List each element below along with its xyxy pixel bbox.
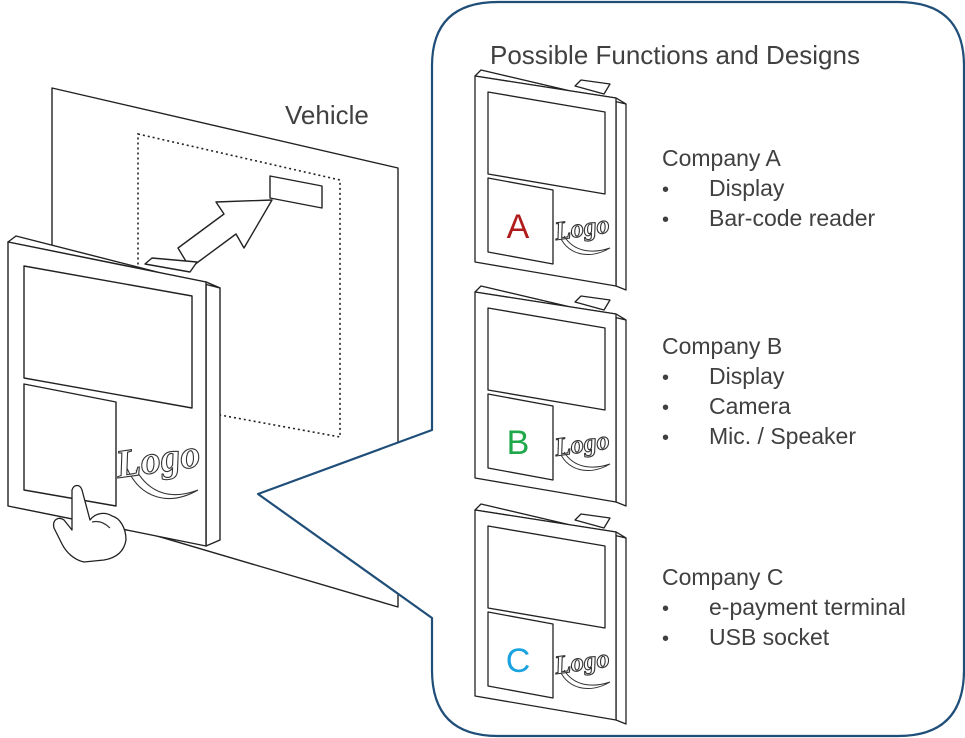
feature-item: e-payment terminal <box>709 594 906 620</box>
device-screen <box>487 525 606 629</box>
device-screen <box>487 307 606 411</box>
bullet-icon: • <box>662 367 669 389</box>
logo-swoosh <box>557 231 611 256</box>
feature-item: Mic. / Speaker <box>709 423 856 449</box>
device-module <box>487 393 554 481</box>
feature-item: Camera <box>709 393 791 419</box>
terminal-module <box>23 383 117 507</box>
bullet-icon: • <box>662 598 669 620</box>
panel-title: Possible Functions and Designs <box>490 40 860 70</box>
company-name: Company C <box>662 564 783 590</box>
device-connector <box>574 295 611 311</box>
vehicle-label: Vehicle <box>285 100 369 130</box>
device-connector <box>574 79 611 95</box>
insert-arrow <box>177 199 273 269</box>
feature-item: Bar-code reader <box>709 205 876 231</box>
bullet-icon: • <box>662 179 669 201</box>
company-letter: C <box>506 642 531 680</box>
bullet-icon: • <box>662 628 669 650</box>
bullet-icon: • <box>662 397 669 419</box>
bullet-icon: • <box>662 209 669 231</box>
feature-item: USB socket <box>709 624 830 650</box>
terminal-device: Logo <box>7 235 221 563</box>
mount-slot <box>269 175 323 209</box>
company-description-a: Company A • Display • Bar-code reader <box>662 145 876 231</box>
feature-item: Display <box>709 175 785 201</box>
device-module <box>487 611 554 699</box>
device-screen <box>487 91 606 195</box>
hand-icon <box>52 484 127 563</box>
device-side <box>615 97 627 291</box>
terminal-screen <box>23 265 193 409</box>
company-letter: B <box>507 424 530 462</box>
company-letter: A <box>507 208 530 246</box>
company-name: Company A <box>662 145 782 171</box>
device-side <box>615 531 627 725</box>
logo-swoosh <box>557 665 611 690</box>
terminal-logo: Logo <box>111 430 203 499</box>
company-description-b: Company B • Display • Camera • Mic. / Speaker <box>662 333 856 449</box>
mounting-area <box>137 132 341 438</box>
company-name: Company B <box>662 333 782 359</box>
company-description-c: Company C • e-payment terminal • USB socket <box>662 564 906 650</box>
device-side <box>615 313 627 507</box>
device-module <box>487 177 554 265</box>
device-connector <box>574 513 611 529</box>
bullet-icon: • <box>662 427 669 449</box>
logo-swoosh <box>557 447 611 472</box>
company-descriptions: Company A•Display•Bar-code readerCompany… <box>662 145 906 650</box>
logo-text: Logo <box>112 431 203 487</box>
feature-item: Display <box>709 363 785 389</box>
